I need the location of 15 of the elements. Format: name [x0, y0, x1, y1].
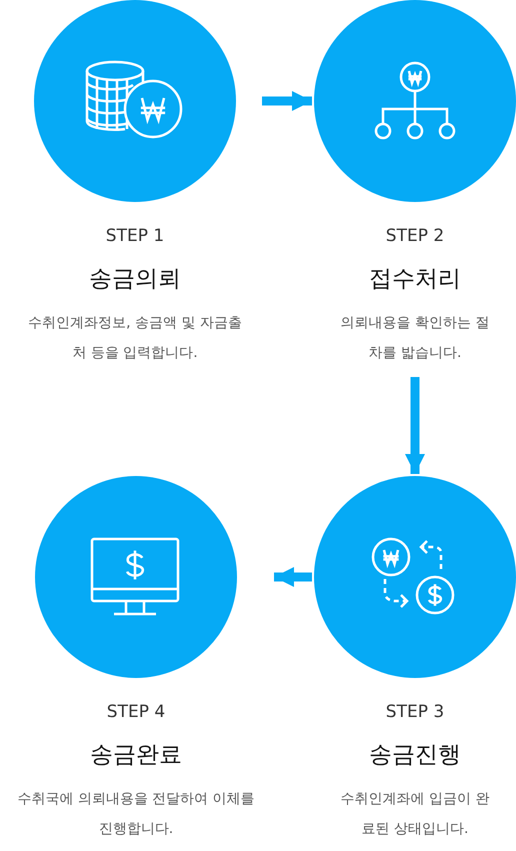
step-title: 송금완료 [90, 740, 182, 770]
step-label: STEP 3 [386, 701, 444, 724]
step-description: 수취인계좌정보, 송금액 및 자금출처 등을 입력합니다. [28, 314, 242, 363]
step-label: STEP 2 [386, 225, 444, 248]
step-label: STEP 4 [106, 701, 166, 724]
step-description: 수취국에 의뢰내용을 전달하여 이체를 진행합니다. [16, 790, 256, 839]
step-description: 의뢰내용을 확인하는 절차를 밟습니다. [340, 314, 490, 363]
arrow [405, 377, 425, 474]
step-label: STEP 1 [106, 225, 164, 248]
step-title: 송금의뢰 [89, 264, 181, 294]
arrow [262, 91, 312, 111]
step-description: 수취인계좌에 입금이 완료된 상태입니다. [340, 790, 490, 839]
step-title: 접수처리 [369, 264, 461, 294]
arrow [274, 567, 312, 587]
step-title: 송금진행 [369, 740, 461, 770]
